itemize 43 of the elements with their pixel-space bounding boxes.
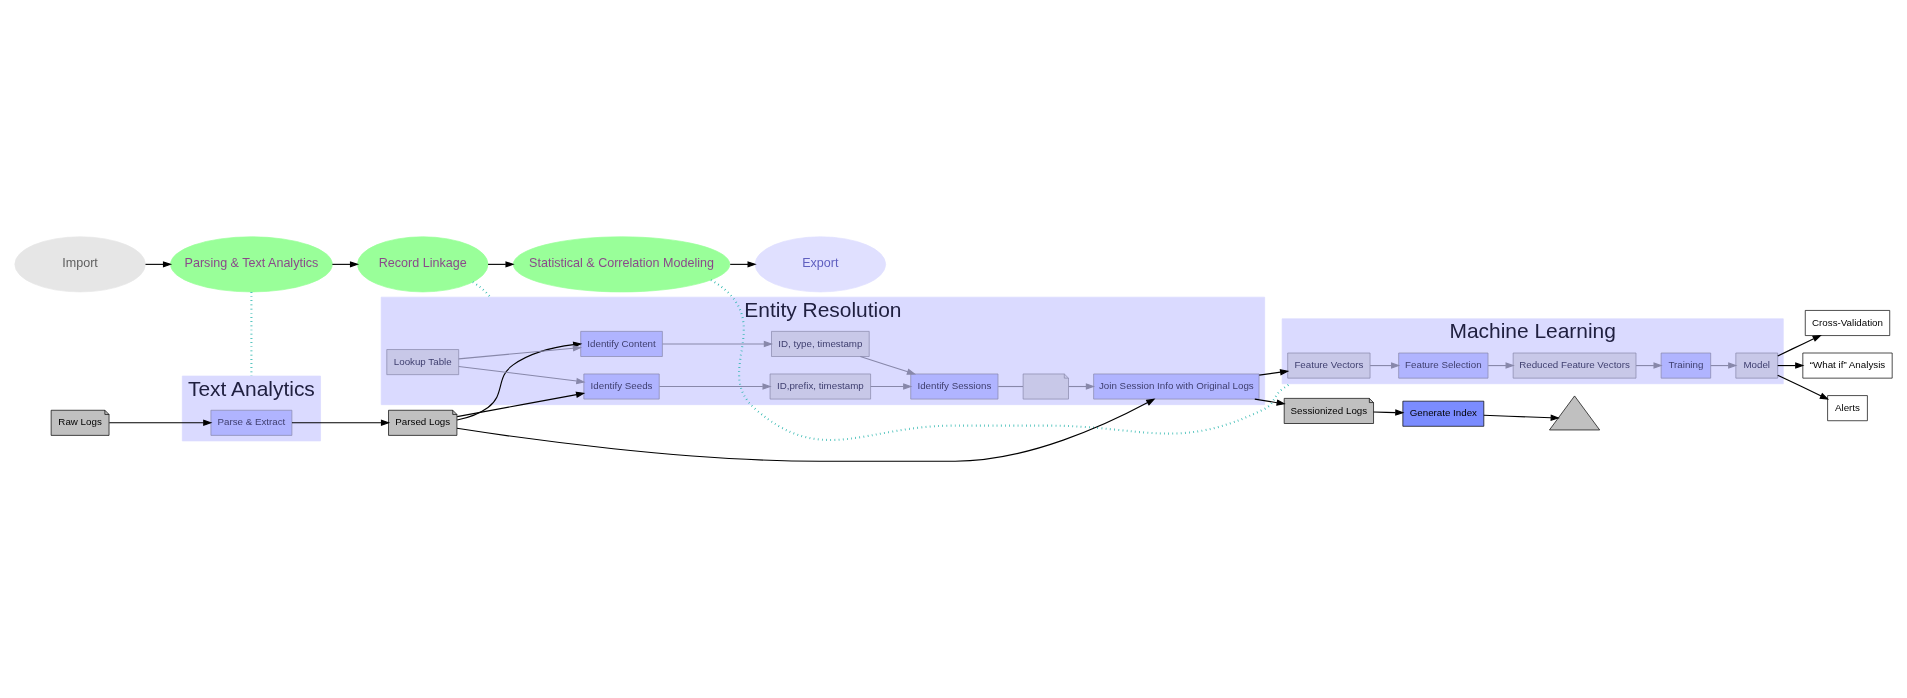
arrow (291, 419, 391, 427)
arrow (661, 340, 774, 348)
arrow (108, 419, 213, 427)
node-box: Training (1660, 352, 1712, 379)
node-box: Feature Selection (1398, 352, 1489, 379)
node-ellipse: Import (14, 236, 146, 293)
node-box: Lookup Table (386, 349, 460, 375)
node-box: Model (1735, 352, 1779, 379)
arrow (1254, 398, 1286, 406)
arrow (1373, 409, 1405, 416)
arrow (1483, 414, 1560, 421)
node-box: Identify Content (580, 331, 663, 357)
arrow (658, 383, 772, 390)
connector (997, 385, 1024, 388)
node-box: Join Session Info with Original Logs (1093, 373, 1260, 400)
node-ellipse: Record Linkage (357, 236, 489, 293)
arrow (456, 391, 586, 418)
arrow (331, 261, 360, 268)
arrow (1258, 369, 1290, 376)
node-box: Identify Sessions (910, 373, 999, 400)
node-ellipse: Parsing & Text Analytics (170, 236, 333, 293)
node-box: Cross-Validation (1804, 310, 1891, 336)
node-box: Parse & Extract (210, 409, 293, 436)
arrow (870, 383, 913, 390)
arrow (458, 345, 583, 360)
arrow (1777, 334, 1822, 357)
arrow (456, 398, 1156, 462)
node-box: Feature Vectors (1287, 352, 1371, 379)
connector (710, 279, 1291, 441)
arrow (1777, 374, 1830, 400)
node-box: ID,prefix, timestamp (769, 373, 871, 400)
connector (472, 281, 492, 298)
node-ellipse: Export (754, 236, 886, 293)
node-box: “What if” Analysis (1802, 352, 1893, 379)
node-box: ID, type, timestamp (771, 331, 870, 357)
arrow (1369, 362, 1401, 369)
node-ellipse: Statistical & Correlation Modeling (512, 236, 731, 293)
node-box: Reduced Feature Vectors (1512, 352, 1637, 379)
node-box: Alerts (1827, 395, 1868, 422)
node-box: Generate Index (1402, 400, 1485, 427)
arrow (458, 365, 586, 385)
node-box: Identify Seeds (583, 373, 660, 400)
arrow (859, 356, 917, 375)
